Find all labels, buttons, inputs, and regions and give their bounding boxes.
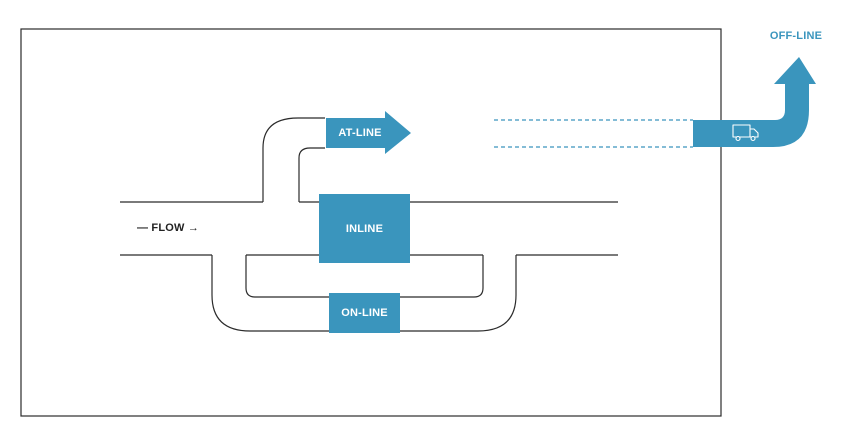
diagram-frame bbox=[20, 28, 722, 417]
inline-box bbox=[319, 194, 410, 263]
inline-label: INLINE bbox=[345, 223, 384, 235]
at-line-label: AT-LINE bbox=[338, 127, 382, 139]
off-line-label: OFF-LINE bbox=[769, 30, 823, 42]
off-line-arrow bbox=[693, 57, 816, 147]
on-line-label: ON-LINE bbox=[341, 307, 388, 319]
at-line-branch-outer bbox=[262, 117, 325, 202]
truck-icon bbox=[732, 124, 759, 142]
at-line-branch-inner bbox=[298, 147, 325, 202]
on-line-box bbox=[329, 293, 400, 333]
at-line-arrow bbox=[326, 111, 411, 154]
flow-label: — FLOW → bbox=[136, 222, 200, 234]
